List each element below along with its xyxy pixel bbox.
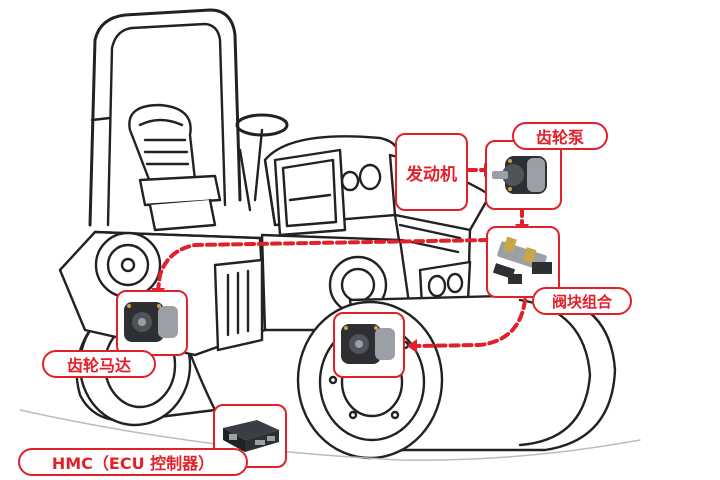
arrow-to-front-motor	[407, 339, 417, 353]
gear-motor-label: 齿轮马达	[42, 350, 156, 378]
gear-motor-label-text: 齿轮马达	[66, 356, 131, 375]
hmc-label-text: HMC（ECU 控制器）	[51, 454, 215, 473]
valve-block-label-text: 阀块组合	[551, 292, 612, 311]
line-valve-to-front-motor	[413, 298, 527, 348]
front-gear-motor-frame	[333, 312, 405, 378]
valve-block-label: 阀块组合	[532, 287, 632, 315]
road-roller	[19, 8, 641, 461]
gear-pump-icon	[492, 156, 547, 194]
operator-seat	[128, 103, 197, 184]
gear-motor-icon	[124, 302, 178, 342]
valve-block-frame	[486, 226, 560, 298]
hmc-label: HMC（ECU 控制器）	[18, 448, 248, 476]
hydraulic-lines	[156, 168, 527, 348]
ecu-controller-icon	[223, 420, 279, 452]
line-valve-to-rear-motor	[156, 238, 490, 292]
rear-gear-motor-frame	[116, 290, 188, 356]
gear-pump-label: 齿轮泵	[512, 122, 608, 150]
valve-block-icon	[492, 236, 552, 284]
engine-label-text: 发动机	[406, 164, 457, 185]
canopy-frame	[88, 8, 242, 227]
gear-motor-icon	[341, 324, 395, 364]
gear-pump-label-text: 齿轮泵	[535, 128, 584, 147]
engine-label: 发动机	[395, 133, 468, 211]
gear-pump-frame	[485, 140, 562, 210]
